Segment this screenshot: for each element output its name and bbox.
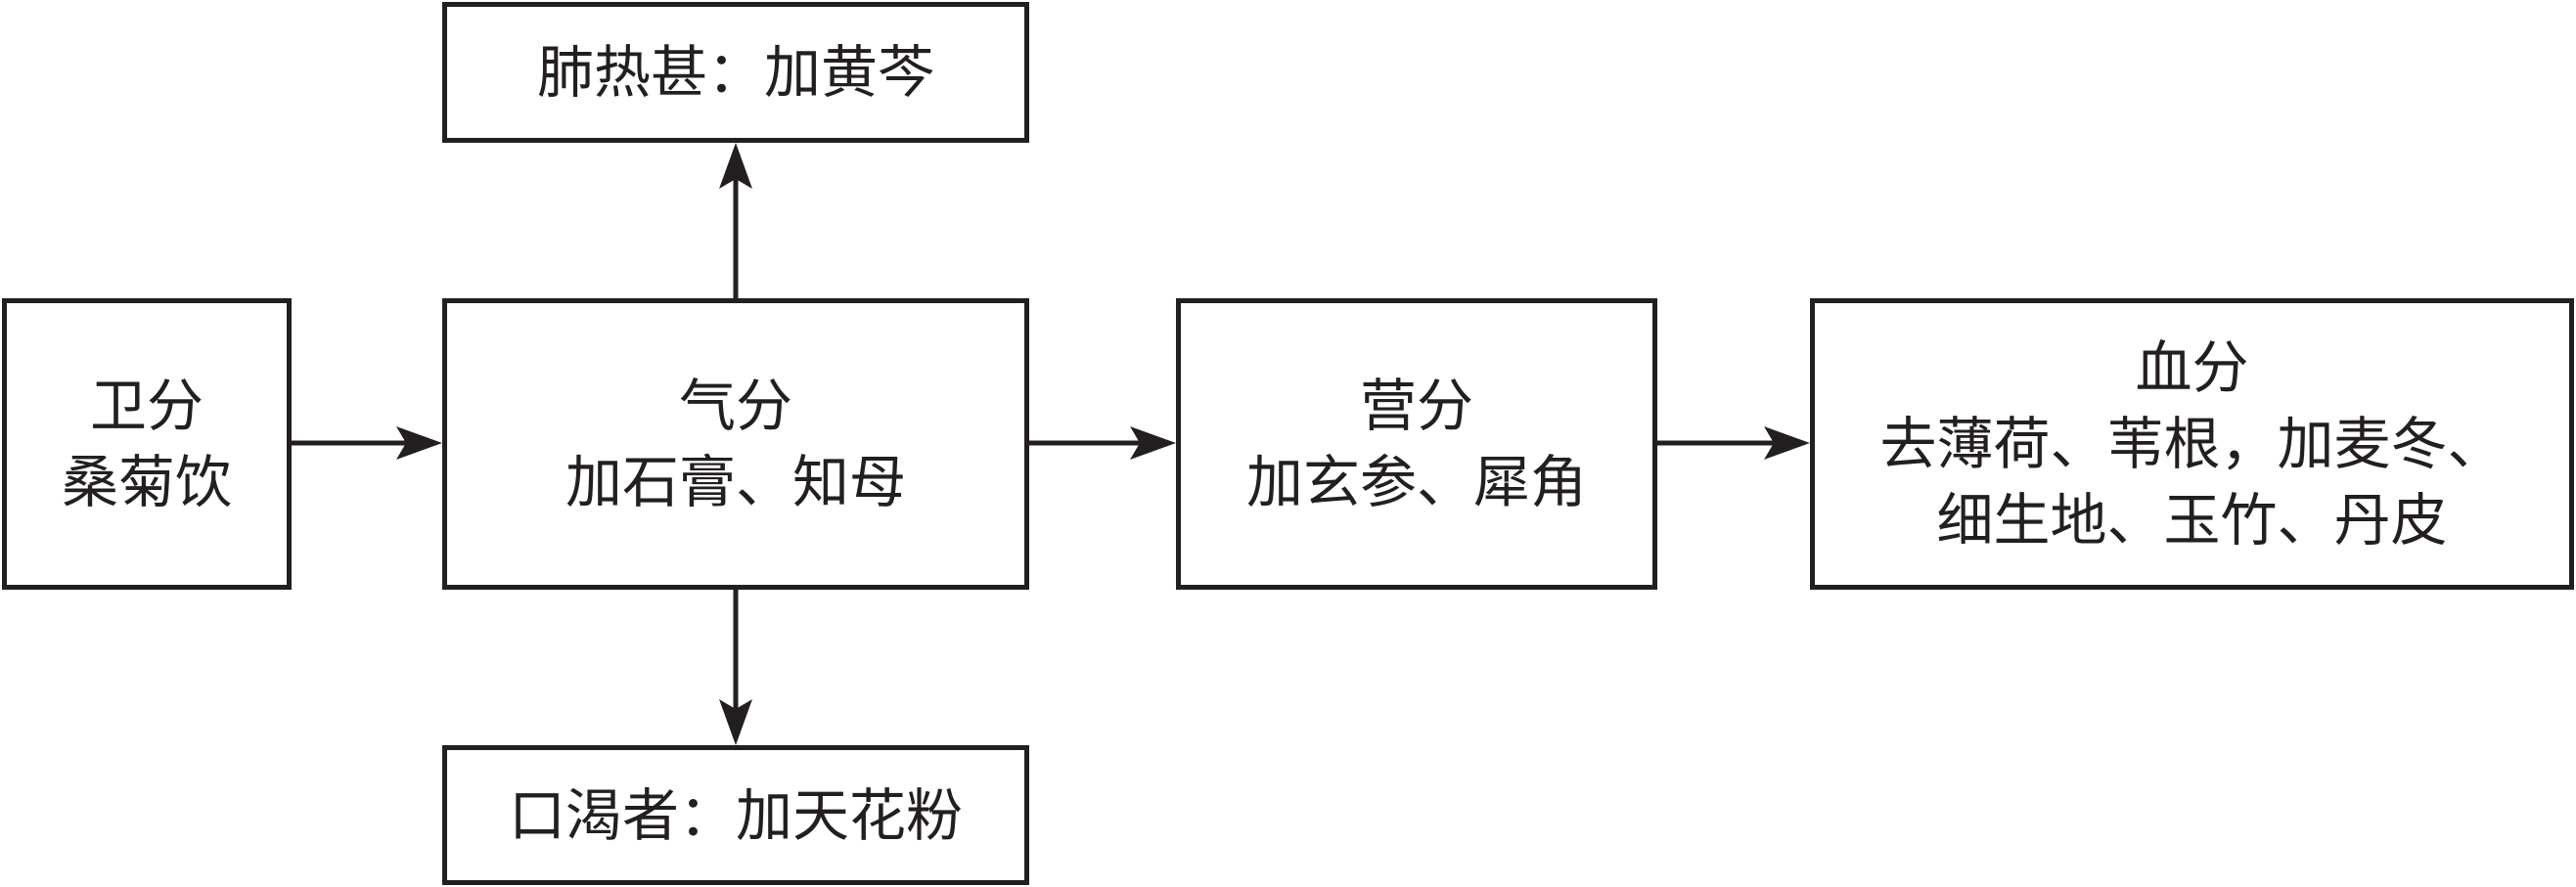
node-xue-fen: 血分 去薄荷、苇根，加麦冬、 细生地、玉竹、丹皮 <box>1810 298 2574 590</box>
node-qi-fen: 气分 加石膏、知母 <box>442 298 1029 590</box>
node-wei-fen-title: 卫分 <box>89 373 203 439</box>
arrow-ying-to-xue <box>1657 426 1810 460</box>
node-ying-fen-title: 营分 <box>1359 373 1473 439</box>
node-ying-fen-herbs: 加玄参、犀角 <box>1245 449 1587 515</box>
arrow-qi-to-ying <box>1029 426 1176 460</box>
node-wei-fen-formula: 桑菊饮 <box>61 449 232 515</box>
node-lung-heat: 肺热甚：加黄芩 <box>442 2 1029 143</box>
node-ying-fen: 营分 加玄参、犀角 <box>1176 298 1657 590</box>
node-lung-heat-text: 肺热甚：加黄芩 <box>536 39 934 106</box>
node-thirst: 口渴者：加天花粉 <box>442 745 1029 885</box>
node-qi-fen-title: 气分 <box>678 373 792 439</box>
node-xue-fen-herbs-line2: 细生地、玉竹、丹皮 <box>1936 487 2448 554</box>
node-wei-fen: 卫分 桑菊饮 <box>2 298 292 590</box>
arrow-qi-to-thirst <box>719 590 752 745</box>
node-xue-fen-title: 血分 <box>2135 334 2249 401</box>
node-thirst-text: 口渴者：加天花粉 <box>508 781 963 849</box>
arrow-wei-to-qi <box>292 426 442 460</box>
arrow-qi-to-lung <box>719 143 752 298</box>
node-qi-fen-herbs: 加石膏、知母 <box>565 449 906 515</box>
node-xue-fen-herbs-line1: 去薄荷、苇根，加麦冬、 <box>1879 411 2505 477</box>
